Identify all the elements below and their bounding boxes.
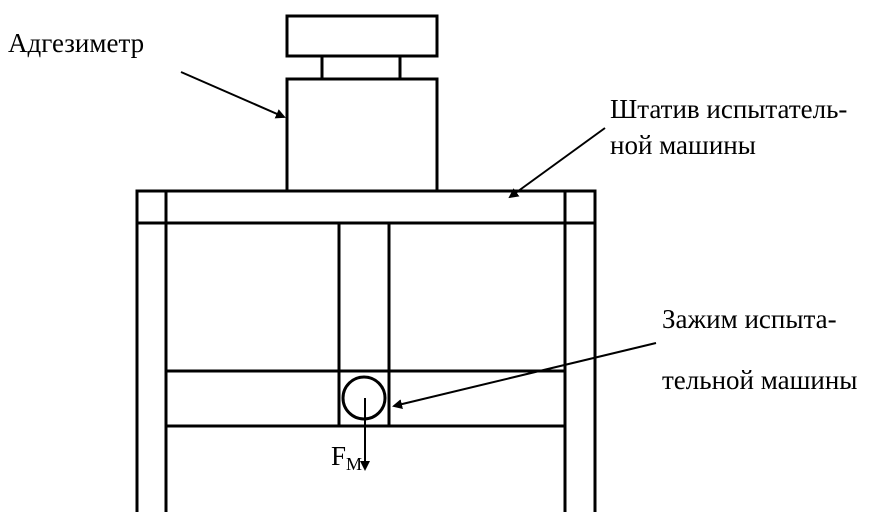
label-adhesiometer: Адгезиметр (8, 28, 144, 58)
force-label-main: F (331, 441, 346, 471)
force-label: FM (331, 441, 362, 474)
label-stand-line2: ной машины (610, 130, 756, 160)
pointer-clamp (392, 342, 657, 409)
pointer-stand (508, 127, 606, 199)
label-stand-line1: Штатив испытатель- (610, 94, 847, 124)
test-machine-stand (135, 189, 597, 512)
label-clamp-line1: Зажим испыта- (662, 304, 837, 334)
stand-top-beam (135, 189, 597, 225)
adhesiometer-body (285, 77, 439, 193)
force-label-subscript: M (346, 454, 362, 474)
pointer-adhesiometer (180, 71, 286, 119)
central-rod (337, 223, 391, 426)
adhesiometer-neck (320, 54, 402, 81)
adhesiometer-device (285, 14, 439, 193)
label-clamp-line2: тельной машины (662, 365, 857, 395)
adhesiometer-cap (285, 14, 439, 58)
